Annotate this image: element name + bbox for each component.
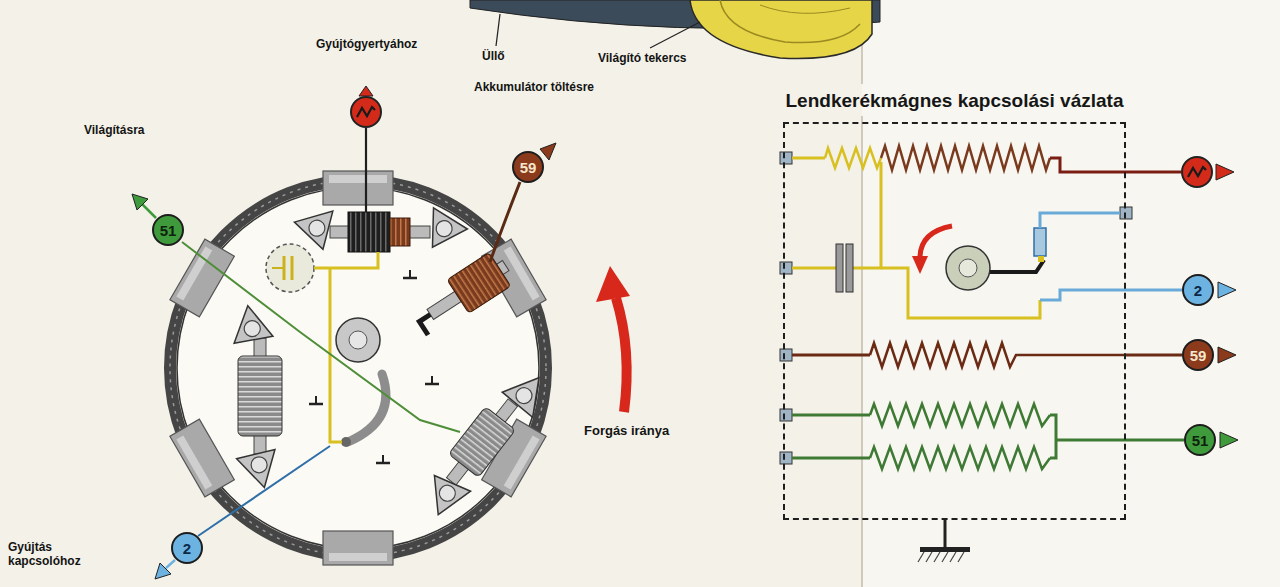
part-label: Gyújtógyertyához (316, 37, 417, 51)
part-label: Világításra (84, 123, 144, 137)
wire-connector (1126, 354, 1182, 357)
flywheel-side-view (470, 0, 880, 59)
callout-circle: 59 (512, 151, 544, 183)
callout-circle: 51 (1184, 424, 1216, 456)
schematic-frame: Lendkerékmágnes kapcsolási vázlata (783, 122, 1126, 520)
part-label: Forgás iránya (584, 423, 669, 439)
schematic-title: Lendkerékmágnes kapcsolási vázlata (786, 90, 1124, 112)
callout-circle: 59 (1182, 339, 1214, 371)
callout-number: 51 (160, 223, 177, 238)
magneto-plan (170, 128, 546, 565)
circuit-schematic (780, 146, 1181, 562)
callout-number: 59 (520, 160, 537, 175)
callout-circle: 2 (1182, 274, 1214, 306)
callout-circle: 2 (171, 532, 203, 564)
callout-circle: 51 (152, 214, 184, 246)
paper (862, 0, 1280, 587)
wire-connector (1126, 289, 1182, 292)
callout-number: 51 (1192, 433, 1209, 448)
leader-line (496, 14, 500, 46)
leader-line (650, 22, 700, 48)
callout-number: 59 (1190, 348, 1207, 363)
part-label: Üllő (482, 49, 505, 63)
rotation-arrow (596, 266, 630, 412)
callout-arrows (132, 86, 556, 579)
callout-number: 2 (183, 541, 191, 556)
part-label: Gyújtás kapcsolóhoz (8, 540, 98, 569)
output-arrows (1182, 157, 1238, 448)
wire-connector (1126, 439, 1184, 442)
part-label: Akkumulátor töltésre (474, 80, 594, 94)
part-label: Világító tekercs (598, 51, 687, 65)
callout-number: 2 (1194, 283, 1202, 298)
